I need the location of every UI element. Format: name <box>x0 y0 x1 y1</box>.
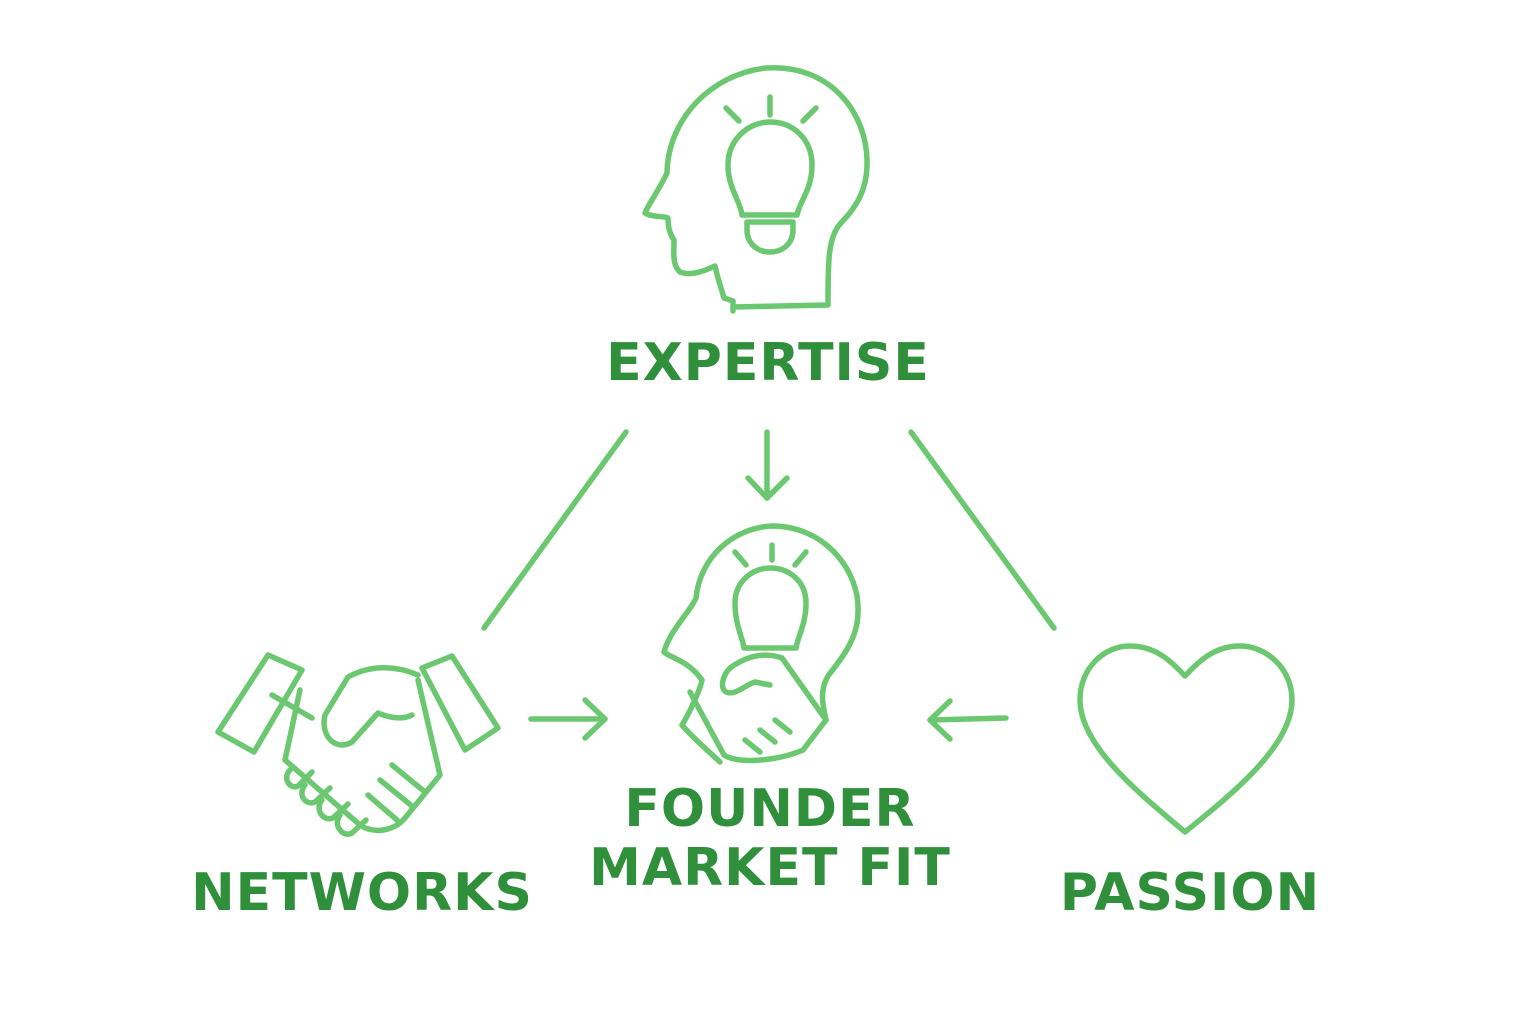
head-lightbulb-handshake-icon <box>661 523 861 765</box>
passion-label: PASSION <box>1059 863 1321 923</box>
networks-label: NETWORKS <box>191 863 533 923</box>
heart-icon <box>1077 643 1295 835</box>
handshake-icon <box>215 652 501 837</box>
connector-expertise-passion <box>908 429 1057 631</box>
connector-expertise-networks <box>481 429 629 631</box>
head-lightbulb-icon <box>642 65 870 314</box>
founder-market-fit-line1: FOUNDER <box>624 779 916 839</box>
arrow-down <box>745 429 790 501</box>
expertise-label: EXPERTISE <box>606 333 930 393</box>
arrow-right <box>528 697 608 741</box>
arrow-left <box>927 698 1009 742</box>
founder-market-fit-label: FOUNDER MARKET FIT <box>589 779 951 899</box>
founder-market-fit-line2: MARKET FIT <box>589 838 951 899</box>
